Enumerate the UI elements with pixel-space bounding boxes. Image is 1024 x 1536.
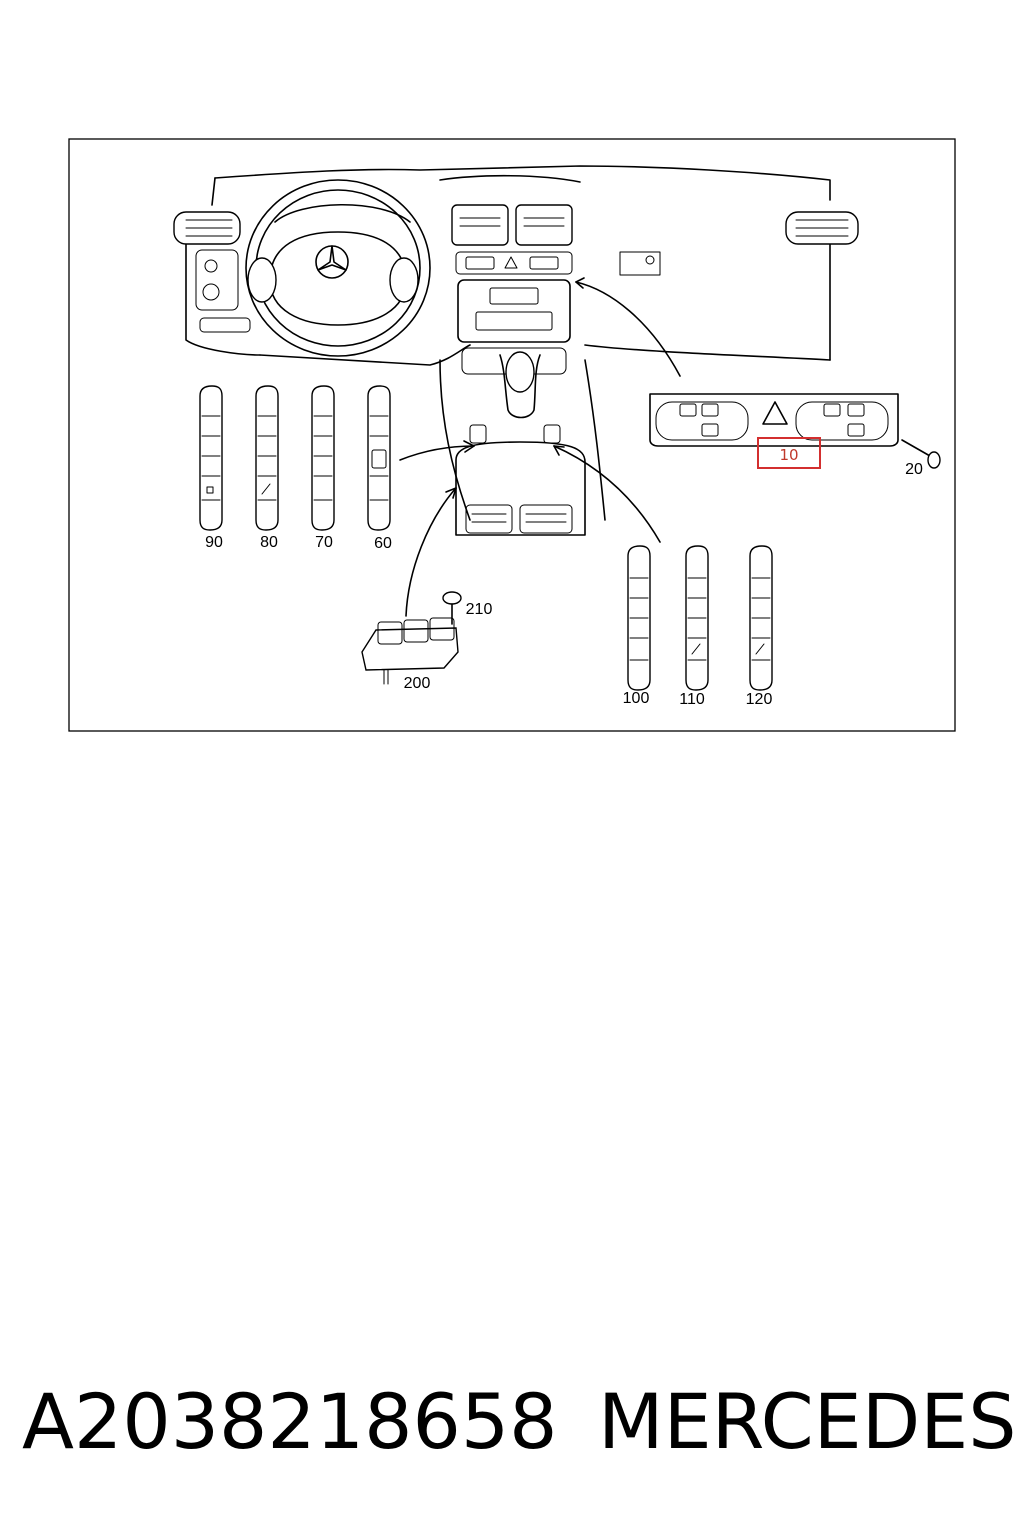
callout-210: 210 [466,601,493,618]
switch-70 [311,385,335,531]
leader-arrows [399,277,681,617]
dashboard-drawing [173,165,859,536]
parts-diagram: 10 20 90 80 70 60 210 200 100 110 120 [68,138,956,732]
footer: A2038218658 MERCEDES [0,1372,1024,1472]
brand-name: MERCEDES [598,1377,1017,1466]
switch-100 [627,545,651,691]
screw-20 [901,439,941,469]
callout-70: 70 [315,534,333,551]
callout-20: 20 [905,461,923,478]
part-number: A2038218658 [22,1377,558,1466]
switch-90 [199,385,223,531]
callout-90: 90 [205,534,223,551]
switch-block-200 [361,617,459,685]
switch-60 [367,385,391,531]
screw-210 [442,591,462,625]
callout-100: 100 [623,690,650,707]
diagram-frame [68,138,956,732]
callout-120: 120 [746,691,773,708]
callout-10: 10 [779,446,798,464]
callout-80: 80 [260,534,278,551]
switch-panel-10 [649,393,899,447]
switch-120 [749,545,773,691]
switch-80 [255,385,279,531]
callout-60: 60 [374,535,392,552]
switch-110 [685,545,709,691]
highlight-box-10 [757,437,821,469]
callout-200: 200 [404,675,431,692]
callout-110: 110 [679,691,705,708]
